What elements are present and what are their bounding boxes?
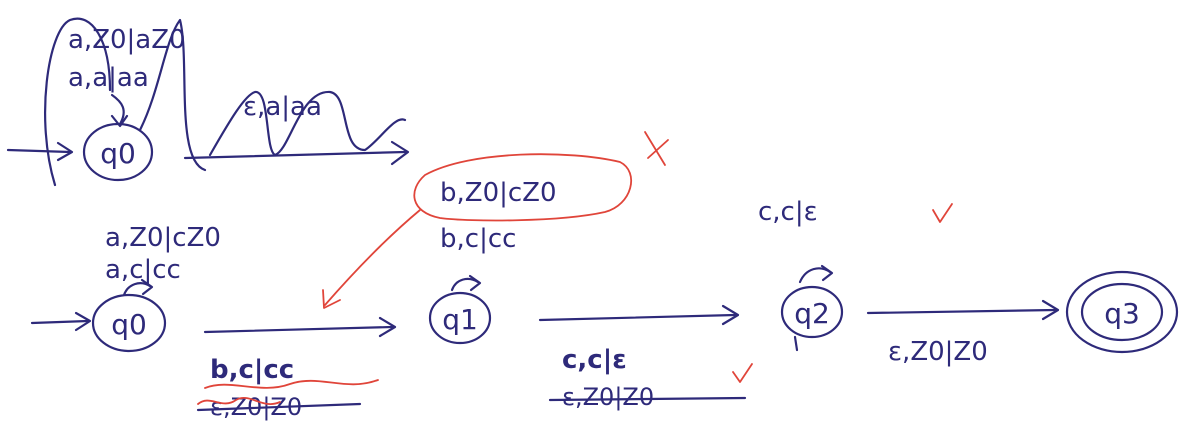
top-state-q0: q0 xyxy=(82,122,154,182)
bottom-state-q0: q0 xyxy=(91,293,167,353)
top-q0-loop-arrow xyxy=(110,93,125,126)
edge-q1-q2-label-1: c,c|ε xyxy=(562,345,627,375)
edge-q0-q1-red-underline xyxy=(204,379,379,389)
bottom-state-q3-final: q3 xyxy=(1065,270,1179,354)
top-edge-scribble xyxy=(208,90,407,157)
bottom-state-q2-label: q2 xyxy=(794,297,830,330)
top-q0-loop-label-1: a,Z0|aZ0 xyxy=(68,25,186,55)
bottom-q2-loop-arrow xyxy=(798,267,832,284)
bottom-q1-loop-label-2: b,c|cc xyxy=(440,224,516,254)
bottom-automaton: q0 a,Z0|cZ0 a,c|cc b,c|cc ε,Z0|Z0 q1 b,Z… xyxy=(30,153,1179,421)
edge-q0-q1: b,c|cc ε,Z0|Z0 xyxy=(196,316,397,421)
bottom-state-q0-label: q0 xyxy=(111,308,147,341)
top-state-q0-label: q0 xyxy=(100,137,136,170)
top-start-arrow xyxy=(6,141,74,162)
top-outgoing-edge xyxy=(183,90,410,166)
edge-q1-q2-label-2: ε,Z0|Z0 xyxy=(562,383,654,411)
cross-mark xyxy=(644,131,669,166)
bottom-q2-loop-label: c,c|ε xyxy=(758,197,818,227)
bottom-state-q1: q1 xyxy=(428,291,492,345)
red-correction xyxy=(322,153,633,309)
edge-q0-q1-label-1: b,c|cc xyxy=(210,355,294,385)
bottom-state-q3-label: q3 xyxy=(1104,297,1140,330)
bottom-start-arrow xyxy=(30,311,92,332)
edge-q2-q3: ε,Z0|Z0 xyxy=(866,299,1060,367)
bottom-q0-loop-label-1: a,Z0|cZ0 xyxy=(105,223,221,253)
bottom-state-q1-label: q1 xyxy=(442,303,478,336)
edge-q1-q2-strike xyxy=(548,396,747,402)
bottom-q1-loop-label-1: b,Z0|cZ0 xyxy=(440,178,557,208)
top-loop-scribble-left xyxy=(44,17,112,187)
edge-q0-q1-red-scribble xyxy=(197,397,281,405)
edge-q1-q2: c,c|ε ε,Z0|Z0 xyxy=(538,304,753,411)
check-mark-2 xyxy=(732,363,753,383)
top-loop-scribble-right xyxy=(138,18,207,172)
top-q0-loop-label-2: a,a|aa xyxy=(68,63,149,93)
bottom-q0-loop-label-2: a,c|cc xyxy=(105,255,181,285)
check-mark-1 xyxy=(932,203,953,223)
top-automaton: q0 a,Z0|aZ0 a,a|aa ε,a|aa xyxy=(6,17,410,187)
edge-q0-q1-strike xyxy=(196,402,362,412)
bottom-state-q2: q2 xyxy=(780,285,844,352)
edge-q2-q3-label: ε,Z0|Z0 xyxy=(888,337,988,367)
top-edge-label: ε,a|aa xyxy=(243,92,322,122)
